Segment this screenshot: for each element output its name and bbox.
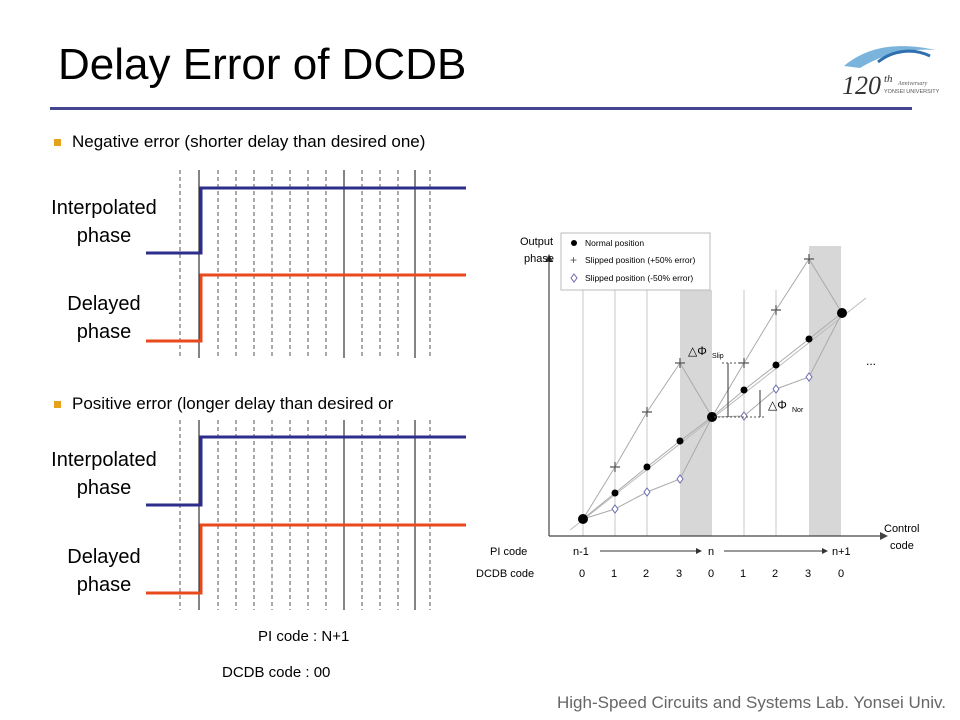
legend-slip-plus: Slipped position (+50% error) bbox=[585, 255, 695, 265]
svg-text:0: 0 bbox=[708, 568, 714, 580]
footer-lab-name: High-Speed Circuits and Systems Lab. Yon… bbox=[557, 693, 946, 712]
delayed-phase-waveform-bottom bbox=[146, 523, 466, 595]
x-axis-label-1: Control bbox=[884, 523, 919, 535]
page-title: Delay Error of DCDB bbox=[58, 40, 467, 89]
pi-code-text: PI code : N+1 bbox=[258, 628, 350, 645]
bullet-positive-error: Positive error (longer delay than desire… bbox=[54, 394, 393, 414]
timing-solid-lines-bottom bbox=[198, 420, 416, 610]
svg-text:3: 3 bbox=[805, 568, 811, 580]
bullet-text: Negative error (shorter delay than desir… bbox=[72, 132, 426, 151]
svg-text:0: 0 bbox=[838, 568, 844, 580]
svg-text:YONSEI UNIVERSITY: YONSEI UNIVERSITY bbox=[884, 89, 940, 95]
chart-legend bbox=[560, 232, 711, 291]
pi-code-n-plus-1: n+1 bbox=[832, 546, 851, 558]
yonsei-120th-logo: 120 th Anniversary YONSEI UNIVERSITY bbox=[842, 46, 940, 100]
chart-ellipsis: ... bbox=[866, 354, 876, 368]
series-plus50 bbox=[582, 258, 843, 520]
legend-slip-minus: Slipped position (-50% error) bbox=[585, 273, 693, 283]
delta-phi-slip: △Φ bbox=[688, 344, 707, 358]
x-axis-label-2: code bbox=[890, 540, 914, 552]
svg-text:2: 2 bbox=[643, 568, 649, 580]
bullet-negative-error: Negative error (shorter delay than desir… bbox=[54, 132, 425, 152]
y-axis-label-2: phase bbox=[524, 253, 554, 265]
svg-text:Nor: Nor bbox=[792, 407, 804, 414]
interpolated-phase-waveform-top bbox=[146, 186, 466, 255]
bullet-square-icon bbox=[54, 400, 61, 408]
ideal-line bbox=[569, 297, 867, 531]
delayed-phase-waveform-top bbox=[146, 273, 466, 343]
svg-text:+: + bbox=[570, 253, 577, 267]
svg-text:th: th bbox=[884, 73, 893, 85]
svg-text:Slip: Slip bbox=[712, 353, 724, 360]
slip-shade-2 bbox=[809, 246, 841, 536]
timing-gridlines-bottom bbox=[179, 420, 431, 610]
title-divider bbox=[50, 107, 912, 110]
svg-text:3: 3 bbox=[676, 568, 682, 580]
delta-phi-nor: △Φ bbox=[768, 398, 787, 412]
slip-shade-1 bbox=[680, 290, 712, 536]
diamond-markers bbox=[611, 372, 813, 514]
timing-gridlines-top bbox=[179, 170, 431, 358]
svg-text:2: 2 bbox=[772, 568, 778, 580]
bullet-text: Positive error (longer delay than desire… bbox=[72, 394, 394, 413]
svg-text:120: 120 bbox=[842, 71, 881, 100]
pi-code-n: n bbox=[708, 546, 714, 558]
y-axis-label-1: Output bbox=[520, 236, 553, 248]
svg-text:1: 1 bbox=[611, 568, 617, 580]
svg-text:Anniversary: Anniversary bbox=[897, 81, 928, 87]
dcdb-code-row-label: DCDB code bbox=[476, 568, 534, 580]
interpolated-phase-waveform-bottom bbox=[146, 435, 466, 507]
svg-text:0: 0 bbox=[579, 568, 585, 580]
legend-normal: Normal position bbox=[585, 238, 644, 248]
timing-solid-lines-top bbox=[198, 170, 416, 358]
dcdb-code-text: DCDB code : 00 bbox=[222, 664, 331, 681]
pi-code-n-minus-1: n-1 bbox=[573, 546, 589, 558]
pi-code-row-label: PI code bbox=[490, 546, 527, 558]
normal-dots bbox=[578, 308, 847, 524]
bullet-square-icon bbox=[54, 138, 61, 146]
svg-text:1: 1 bbox=[740, 568, 746, 580]
